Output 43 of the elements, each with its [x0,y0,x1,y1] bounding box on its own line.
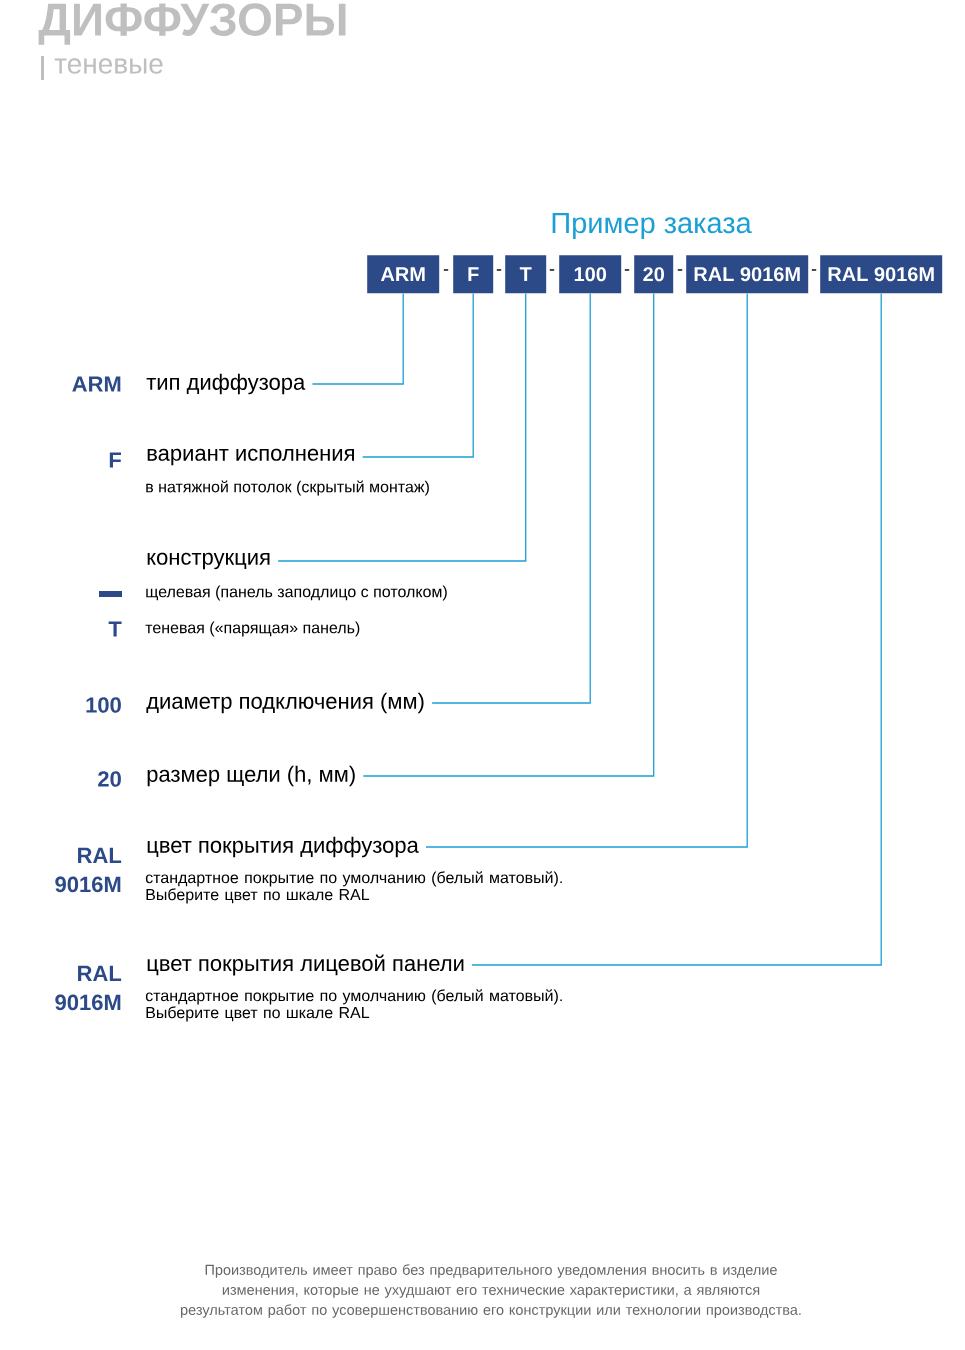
leader-line [471,292,882,966]
code-text: RAL 9016M [55,847,122,893]
code-box: RAL 9016M [820,255,943,294]
separator-dash: - [549,269,555,271]
heading-text: тип диффузора [146,373,306,395]
leader-line [277,292,527,562]
leader-line [311,292,404,385]
code-text: T [108,621,122,637]
code-text: ARM [72,376,121,392]
heading-text: конструкция [147,552,270,570]
code-text: 100 [86,697,121,713]
heading-text: размер щели (h, мм) [147,765,355,787]
heading-text: диаметр подключения (мм) [146,692,424,714]
separator-dash: - [443,269,449,271]
code-box: RAL 9016M [686,255,809,294]
heading-text: цвет покрытия диффузора [147,836,419,858]
subheader-text: теневые [54,58,163,74]
heading-text: цвет покрытия лицевой панели [147,954,464,976]
option-text: теневая («парящая» панель) [145,621,360,637]
code-box: F [453,255,494,294]
code-box: T [505,255,547,294]
code-text: F [109,452,121,468]
code-box: 20 [634,255,674,294]
separator-dash: - [811,269,817,271]
heading-text: вариант исполнения [147,448,354,466]
leader-line [425,292,748,848]
code-box: 100 [559,255,622,294]
disclaimer-text: Производитель имеет право без предварительного уведомления вносить в изделие изменения, которые не ухудшают его технические характеристики, а являются результатом работ по усовершенствованию его конструкции или технологии производства. [181,1264,801,1318]
code-box: ARM [367,255,440,294]
separator-dash: - [624,269,630,271]
code-text: 20 [98,771,121,787]
option-text: щелевая (панель заподлицо с потолком) [146,585,447,601]
description-text: стандартное покрытие по умолчанию (белый матовый). Выберите цвет по шкале RAL [145,871,562,904]
leader-line [362,292,474,458]
description-text: стандартное покрытие по умолчанию (белый матовый). Выберите цвет по шкале RAL [145,989,562,1022]
title: Пример заказа [552,213,752,239]
separator-dash: - [496,269,502,271]
code-text: RAL 9016M [55,965,122,1011]
leader-line [431,292,591,704]
leader-line [362,292,655,777]
description-text: в натяжной потолок (скрытый монтаж) [146,480,429,496]
separator-dash: - [677,269,683,271]
header-text: ДИФФУЗОРЫ [38,3,346,45]
